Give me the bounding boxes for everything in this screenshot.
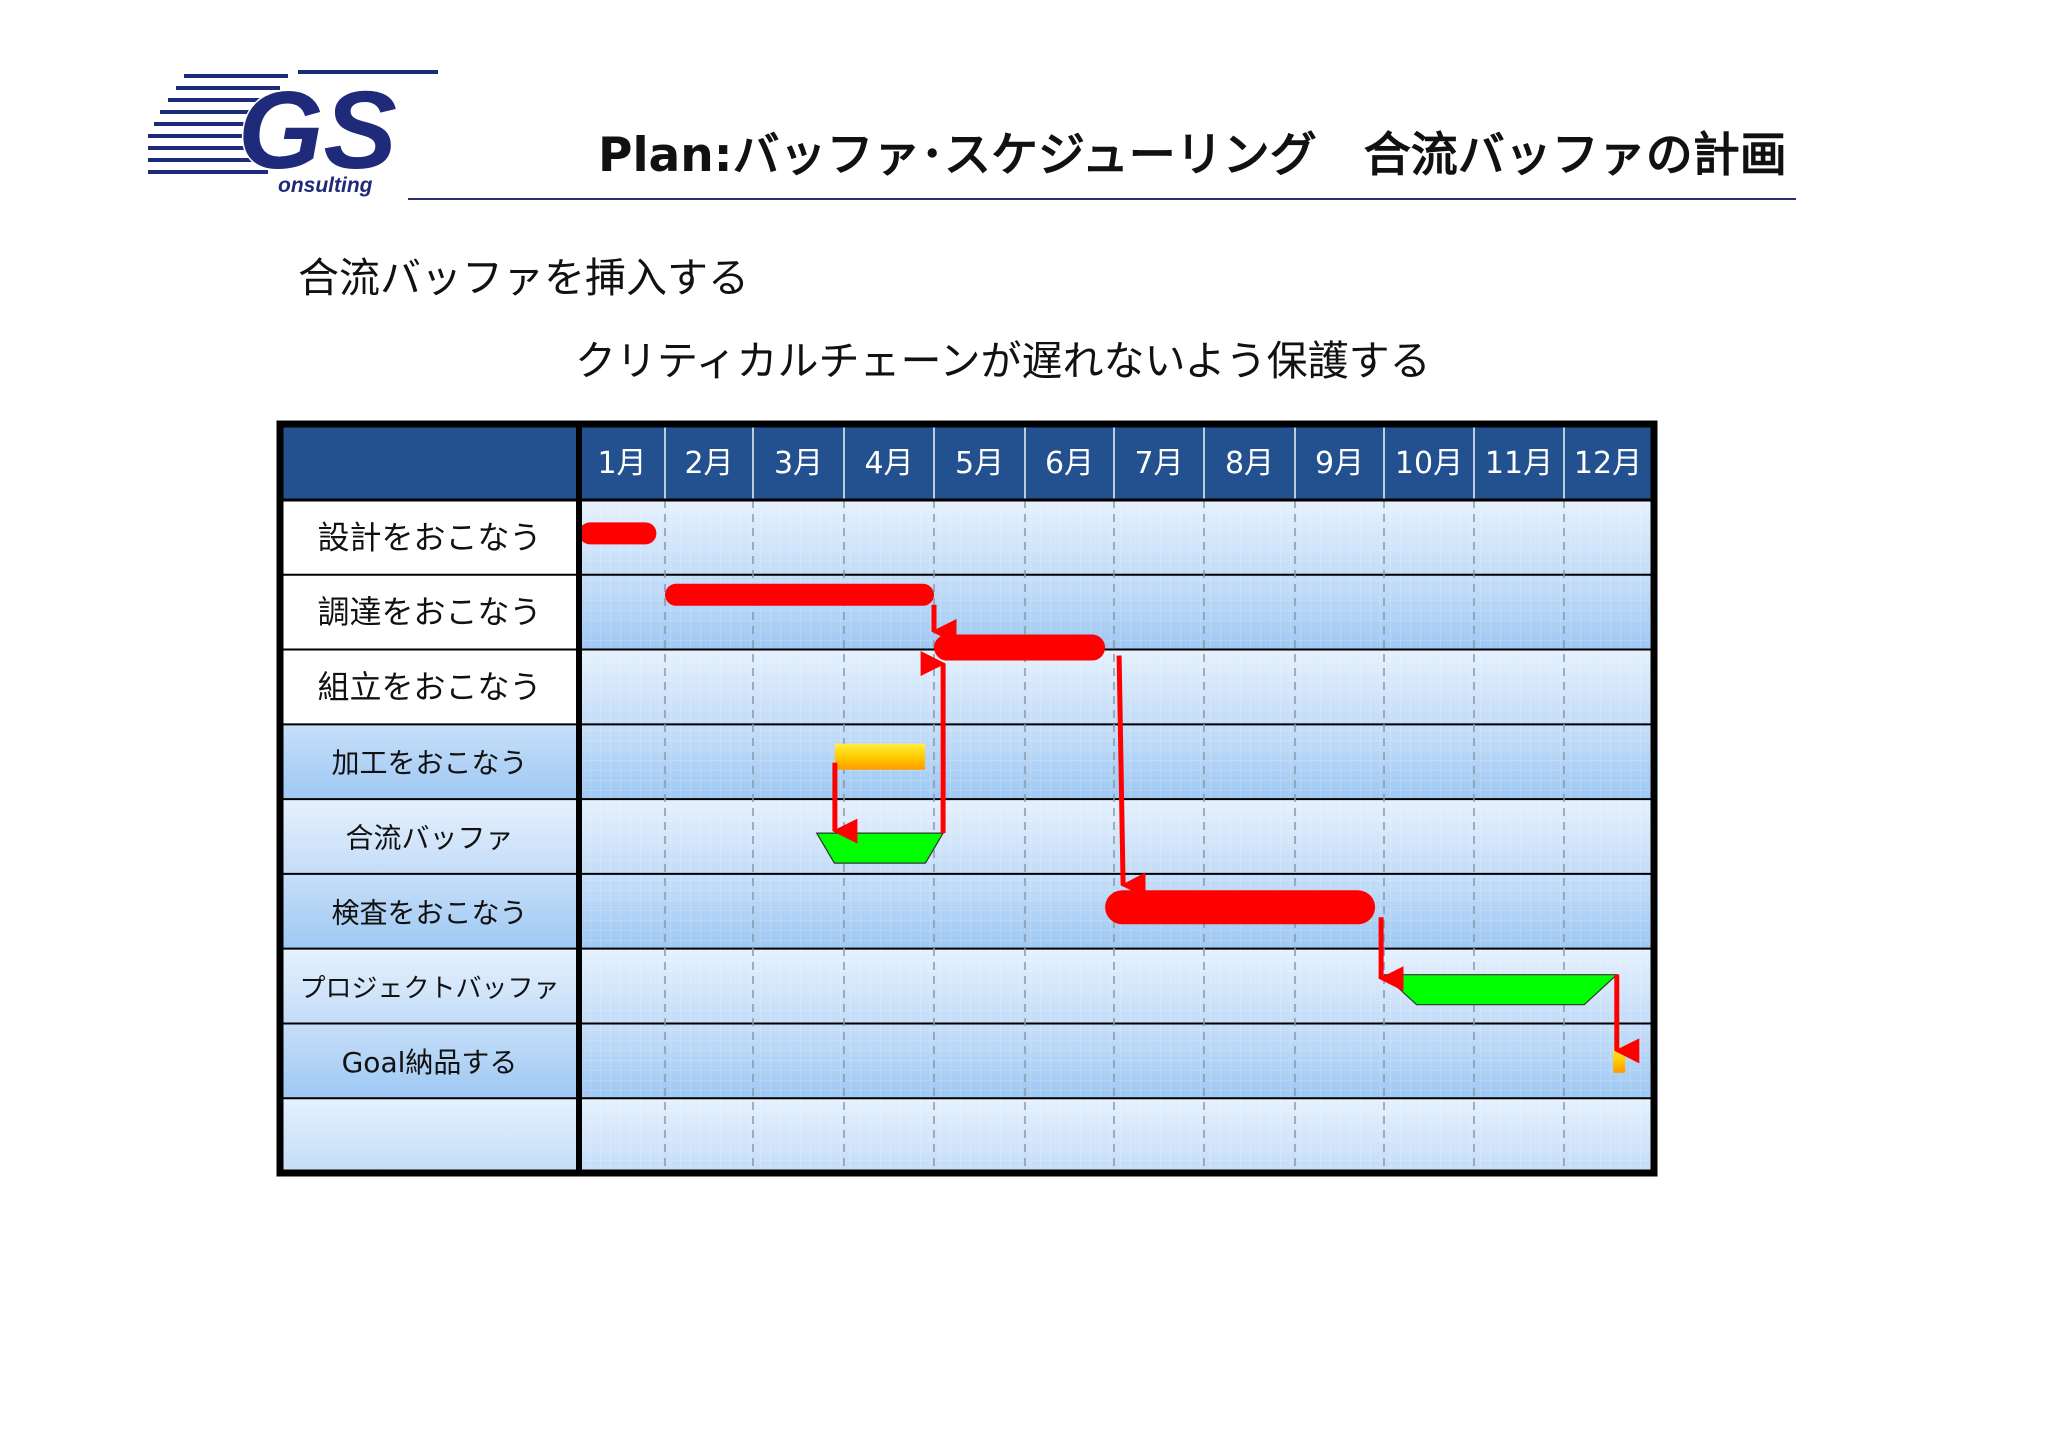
gantt-row-grid (579, 649, 1654, 725)
gs-consulting-logo: GS onsulting (148, 68, 438, 197)
gantt-label-cell (280, 649, 579, 725)
dependency-arrow (1116, 655, 1146, 898)
task-bar (1105, 890, 1376, 925)
task-label: 調達をおこなう (317, 593, 541, 631)
task-label: 合流バッファ (345, 822, 513, 855)
gantt-label-cell (280, 500, 579, 575)
logo-letters: GS (238, 69, 397, 192)
month-header-5: 5月 (955, 446, 1004, 481)
gantt-header (280, 424, 1654, 500)
month-header-3: 3月 (774, 446, 823, 481)
buffer-shape (815, 832, 945, 864)
month-header-8: 8月 (1225, 446, 1274, 481)
page-title: Plan:バッファ･スケジューリング 合流バッファの計画 (598, 128, 1787, 183)
logo-tagline: onsulting (278, 174, 373, 197)
month-header-4: 4月 (864, 446, 913, 481)
feeder-bar (834, 743, 925, 770)
gantt-label-cell (280, 948, 579, 1024)
section-heading: 合流バッファを挿入する (298, 254, 749, 302)
month-header-7: 7月 (1134, 446, 1183, 481)
task-label: 組立をおこなう (317, 668, 541, 706)
month-header-6: 6月 (1045, 446, 1094, 481)
gantt-row-grid (579, 500, 1654, 575)
task-label: プロジェクトバッファ (299, 974, 559, 1004)
gantt-label-cell (280, 799, 579, 874)
gantt-label-cell (280, 873, 579, 949)
task-bar (579, 522, 657, 545)
title-underline (408, 198, 1796, 200)
gantt-row-grid (579, 799, 1654, 874)
gantt-row-grid (579, 724, 1654, 800)
buffer-shape (1382, 974, 1619, 1006)
month-header-12: 12月 (1574, 446, 1642, 481)
task-bar (665, 583, 934, 606)
gantt-row-grid (579, 1023, 1654, 1099)
task-label: 加工をおこなう (331, 747, 527, 780)
gantt-label-cell (280, 724, 579, 800)
month-header-10: 10月 (1395, 446, 1463, 481)
task-label: 設計をおこなう (317, 518, 541, 556)
gantt-row-grid (579, 1098, 1654, 1173)
task-label: 検査をおこなう (331, 896, 527, 929)
month-header-2: 2月 (684, 446, 733, 481)
gantt-label-cell (280, 574, 579, 650)
task-label: Goal納品する (342, 1046, 518, 1079)
month-header-9: 9月 (1315, 446, 1364, 481)
gantt-label-cell (280, 1098, 579, 1173)
task-bar (934, 634, 1106, 661)
month-header-11: 11月 (1485, 446, 1553, 481)
gantt-frame (276, 420, 1658, 1177)
month-header-1: 1月 (597, 446, 646, 481)
gantt-label-cell (280, 1023, 579, 1099)
section-subheading: クリティカルチェーンが遅れないよう保護する (575, 337, 1431, 385)
